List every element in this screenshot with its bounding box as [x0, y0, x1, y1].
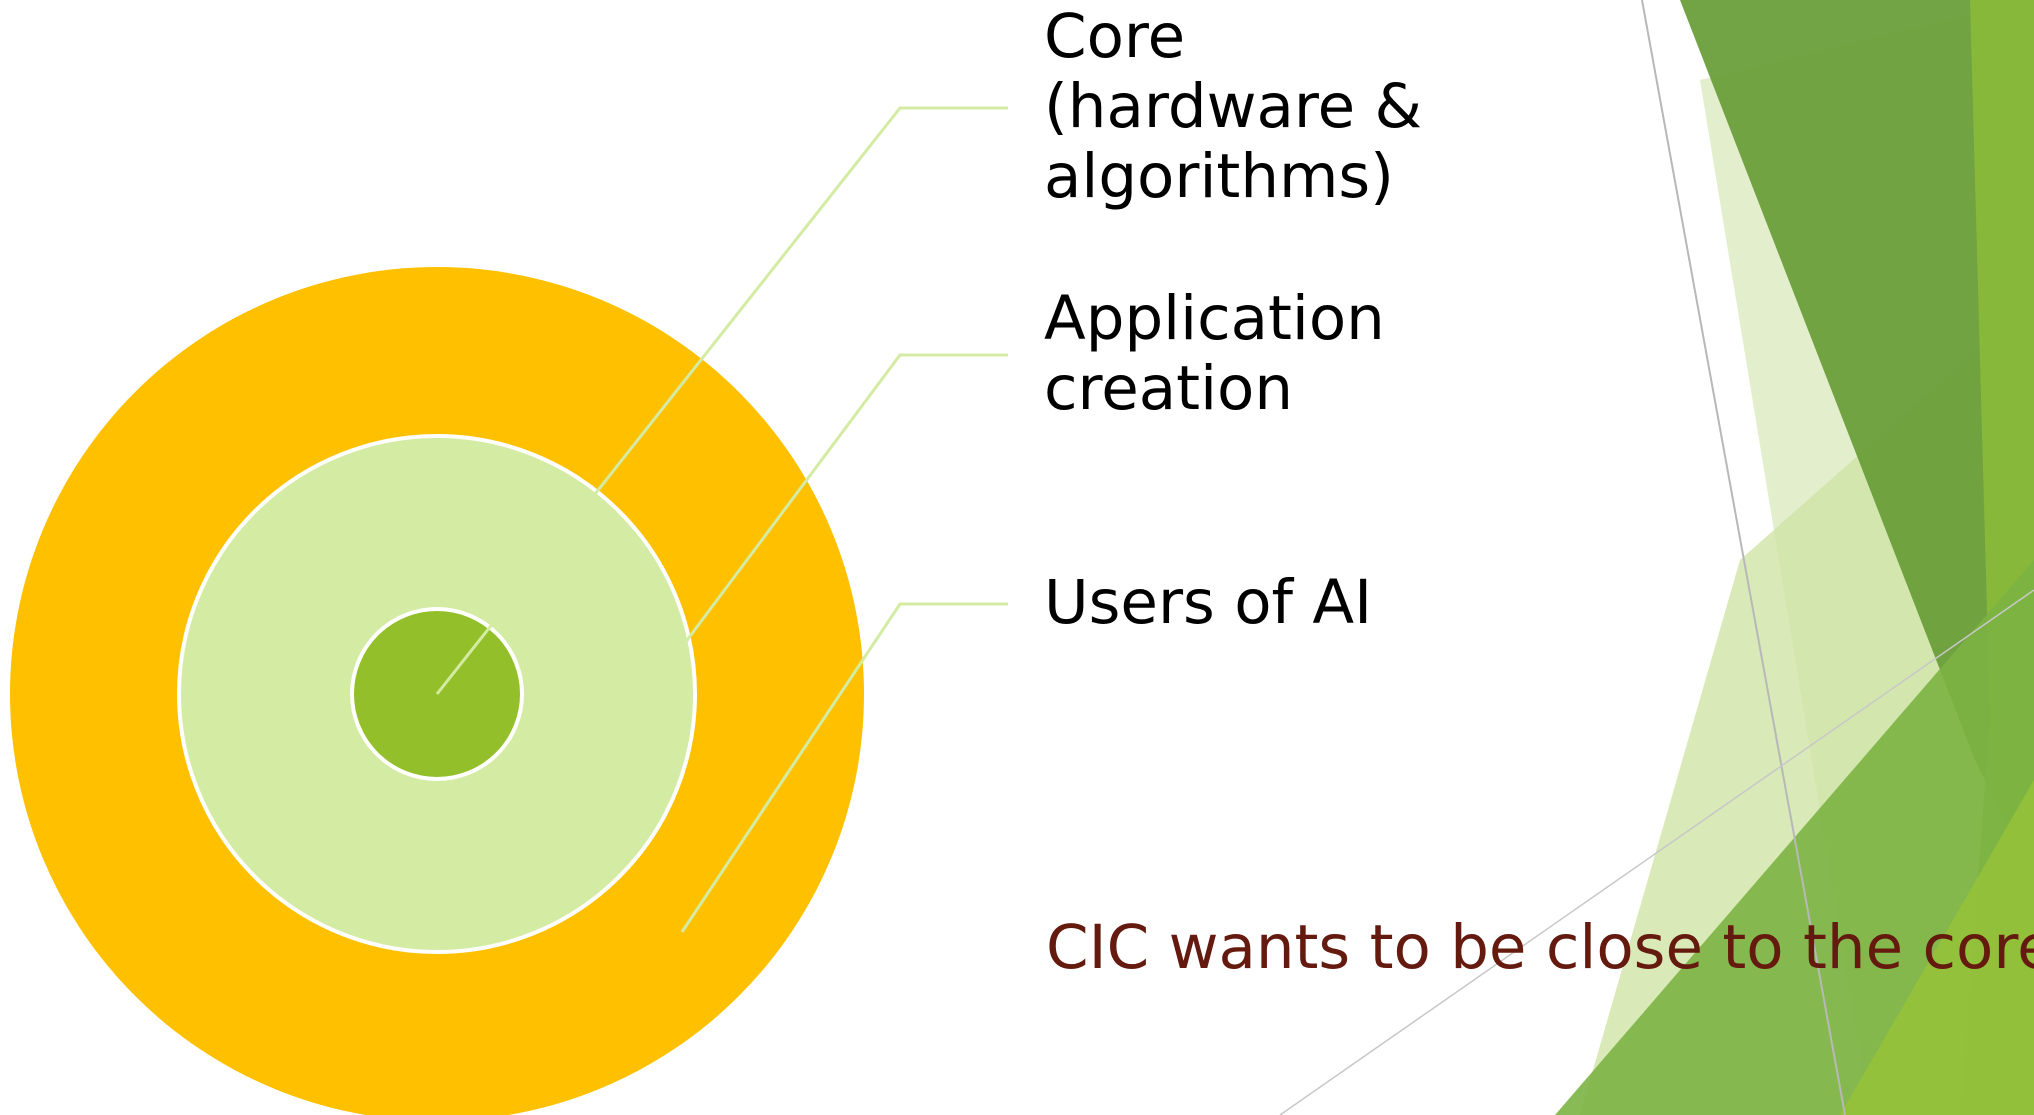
deco-facet-dark	[1680, 0, 2034, 880]
leader-line-users	[680, 602, 1008, 933]
deco-facet-yellowgreen	[1840, 780, 2034, 1115]
label-users-of-ai: Users of AI	[1044, 567, 1373, 638]
deco-thin-line	[1641, 0, 1846, 1115]
deco-thin-line	[1279, 589, 2034, 1115]
label-core: Core (hardware & algorithms)	[1044, 1, 1423, 212]
tagline: CIC wants to be close to the core	[1046, 912, 2034, 983]
label-application-creation: Application creation	[1044, 283, 1385, 424]
leader-line-core	[435, 106, 1008, 695]
leader-line-application	[556, 353, 1008, 814]
